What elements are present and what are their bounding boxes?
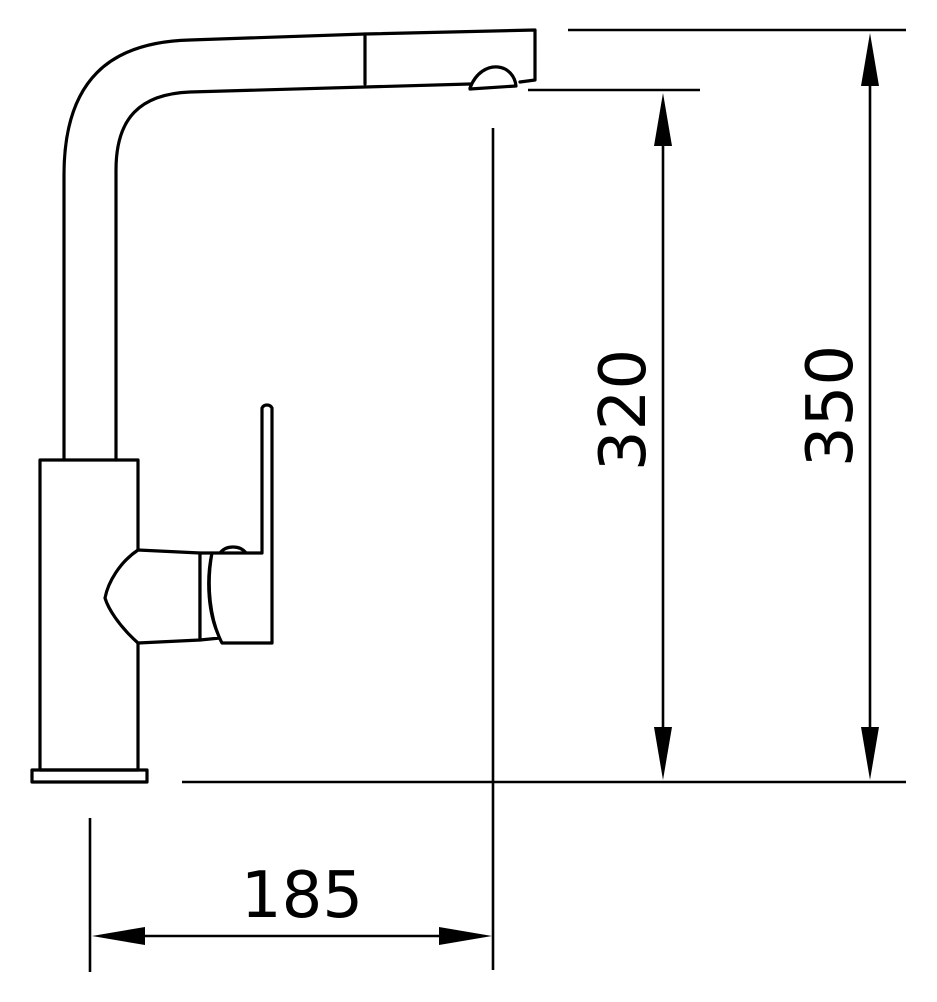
dimension-label-350: 350 [794, 345, 868, 467]
dimension-label-320: 320 [587, 349, 661, 471]
base-plate [30, 768, 149, 784]
spout-inner-edge [114, 82, 472, 462]
lever-handle [207, 403, 274, 645]
spray-head [363, 28, 537, 86]
arrowhead-320-bottom [654, 727, 672, 780]
arrowhead-350-top [861, 33, 879, 86]
arrowhead-185-right [439, 927, 492, 945]
arrowhead-350-bottom [861, 727, 879, 780]
spout-outer-edge [62, 32, 367, 462]
arrowhead-185-left [92, 927, 145, 945]
arrowhead-320-top [654, 93, 672, 146]
dimension-lines [88, 28, 906, 972]
lever-pivot [218, 545, 248, 555]
faucet-outline [30, 28, 537, 784]
dimension-label-185: 185 [241, 859, 363, 933]
aerator-nozzle [468, 65, 518, 91]
lever-hub [103, 548, 202, 645]
